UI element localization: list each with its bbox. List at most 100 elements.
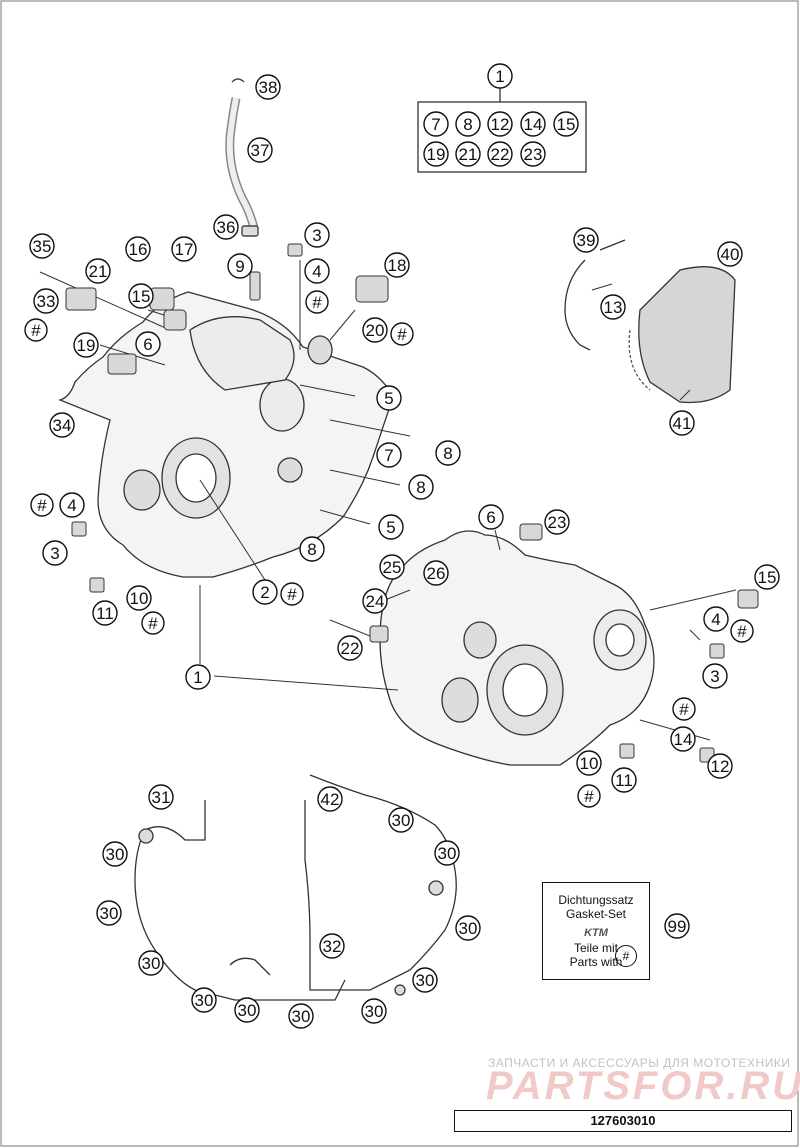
callout-hash: #	[305, 290, 329, 314]
hardware-parts	[65, 243, 759, 763]
callout-label: 99	[668, 917, 687, 936]
callout-4: 4	[703, 606, 729, 632]
callout-37: 37	[247, 137, 273, 163]
callout-11: 11	[611, 767, 637, 793]
gasket-kit-line3: Teile mit	[573, 941, 618, 955]
callout-33: 33	[33, 288, 59, 314]
callout-99: 99	[664, 913, 690, 939]
callout-label: 30	[416, 971, 435, 990]
callout-label: 13	[604, 298, 623, 317]
callout-16: 16	[125, 236, 151, 262]
callout-41: 41	[669, 410, 695, 436]
callout-label: #	[397, 325, 407, 344]
callout-9: 9	[227, 253, 253, 279]
callout-label: 42	[321, 790, 340, 809]
callout-label: #	[37, 496, 47, 515]
callout-label: 30	[106, 845, 125, 864]
callout-30: 30	[361, 998, 387, 1024]
callout-label: 14	[524, 115, 543, 134]
callout-18: 18	[384, 252, 410, 278]
callout-26: 26	[423, 560, 449, 586]
callout-21: 21	[85, 258, 111, 284]
callout-30: 30	[234, 997, 260, 1023]
callout-label: 26	[427, 564, 446, 583]
watermark-brand: PARTSFOR.RU	[486, 1064, 800, 1108]
callout-hash: #	[30, 493, 54, 517]
gasket-kit-marker: #	[615, 945, 637, 967]
callout-22: 22	[487, 141, 513, 167]
cover-bracket	[564, 239, 626, 351]
callout-label: 4	[312, 262, 321, 281]
left-crankcase-half	[58, 291, 394, 578]
callout-30: 30	[138, 950, 164, 976]
callout-label: #	[312, 293, 322, 312]
callout-label: 36	[217, 218, 236, 237]
callout-label: 8	[443, 444, 452, 463]
callout-31: 31	[148, 784, 174, 810]
callout-22: 22	[337, 635, 363, 661]
callout-hash: #	[577, 784, 601, 808]
callout-3: 3	[42, 540, 68, 566]
callout-4: 4	[304, 258, 330, 284]
callout-hash: #	[390, 322, 414, 346]
callout-38: 38	[255, 74, 281, 100]
gasket-kit-box: Dichtungssatz Gasket-Set KTM Teile mit P…	[542, 882, 650, 980]
callout-7: 7	[423, 111, 449, 137]
callout-24: 24	[362, 588, 388, 614]
callout-6: 6	[135, 331, 161, 357]
callout-label: 6	[486, 508, 495, 527]
callout-10: 10	[576, 750, 602, 776]
callout-label: 20	[366, 321, 385, 340]
callout-label: 22	[491, 145, 510, 164]
callout-1: 1	[185, 664, 211, 690]
callout-hash: #	[141, 611, 165, 635]
callout-label: 5	[384, 389, 393, 408]
callout-17: 17	[171, 236, 197, 262]
callout-label: 8	[463, 115, 472, 134]
callout-label: 30	[365, 1002, 384, 1021]
callout-label: 10	[580, 754, 599, 773]
callout-label: 11	[96, 604, 114, 623]
callout-label: 35	[33, 237, 52, 256]
callout-30: 30	[455, 915, 481, 941]
callout-label: 6	[143, 335, 152, 354]
callout-label: 23	[524, 145, 543, 164]
callout-19: 19	[73, 332, 99, 358]
callout-12: 12	[707, 753, 733, 779]
callout-8: 8	[408, 474, 434, 500]
callout-label: 10	[130, 589, 149, 608]
callout-label: 19	[77, 336, 96, 355]
crankcase-gasket-left	[134, 800, 346, 1001]
kit-contents-box	[417, 101, 587, 173]
callout-label: #	[31, 321, 41, 340]
callout-label: #	[737, 622, 747, 641]
callout-5: 5	[376, 385, 402, 411]
callout-23: 23	[520, 141, 546, 167]
callout-label: 3	[710, 667, 719, 686]
callout-label: 12	[711, 757, 730, 776]
callout-label: 5	[386, 518, 395, 537]
callout-label: 16	[129, 240, 148, 259]
callout-label: 3	[50, 544, 59, 563]
callout-7: 7	[376, 442, 402, 468]
callout-label: 15	[758, 568, 777, 587]
callout-34: 34	[49, 412, 75, 438]
callout-label: 37	[251, 141, 270, 160]
callout-label: 3	[312, 226, 321, 245]
gasket-kit-line1: Dichtungssatz	[558, 893, 634, 907]
callout-1: 1	[487, 63, 513, 89]
callout-30: 30	[102, 841, 128, 867]
callout-label: 7	[384, 446, 393, 465]
callout-label: 25	[383, 558, 402, 577]
callout-label: 19	[427, 145, 446, 164]
callout-label: 30	[392, 811, 411, 830]
callout-label: 23	[548, 513, 567, 532]
callout-32: 32	[319, 933, 345, 959]
callout-36: 36	[213, 214, 239, 240]
callout-6: 6	[478, 504, 504, 530]
callout-21: 21	[455, 141, 481, 167]
callout-label: #	[679, 700, 689, 719]
watermark-tagline: ЗАПЧАСТИ И АКСЕССУАРЫ ДЛЯ МОТОТЕХНИКИ	[488, 1056, 791, 1070]
ktm-logo: KTM	[584, 927, 608, 939]
